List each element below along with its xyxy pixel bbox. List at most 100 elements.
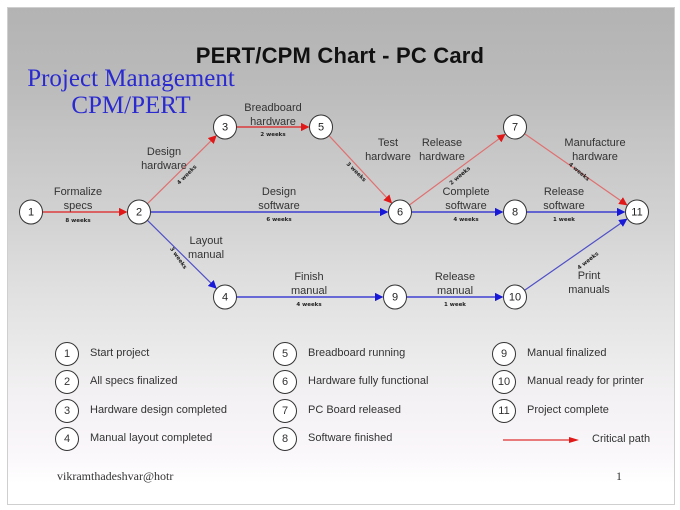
activity-arrow-6-7 — [408, 133, 506, 206]
legend-node-circle: 5 — [273, 342, 297, 366]
footer-page-number: 1 — [616, 469, 622, 483]
event-node-circle — [388, 199, 412, 225]
activity-label-6-7: hardware — [419, 151, 465, 163]
activity-label-5-6: Test — [378, 137, 398, 149]
event-node-circle — [625, 199, 649, 225]
footer-author: vikramthadeshvar@hotr — [57, 469, 174, 483]
activity-label-2-4: manual — [188, 249, 224, 261]
event-node-5: 5 — [309, 114, 333, 140]
event-node-circle — [213, 284, 237, 310]
event-node-11: 11 — [625, 199, 649, 225]
event-node-6: 6 — [388, 199, 412, 225]
event-node-number: 11 — [631, 207, 642, 219]
legend-milestone-text: Hardware design completed — [90, 404, 227, 416]
event-node-1: 1 — [19, 199, 43, 225]
legend-milestone-text: All specs finalized — [90, 375, 178, 387]
activity-label-9-10: manual — [437, 285, 473, 297]
event-node-4: 4 — [213, 284, 237, 310]
activity-label-2-6: software — [258, 200, 300, 212]
event-node-circle — [383, 284, 407, 310]
legend-node-circle: 11 — [492, 399, 516, 423]
legend-node-circle: 4 — [55, 427, 79, 451]
activity-duration-3-5: 2 weeks — [260, 132, 286, 138]
event-node-circle — [503, 284, 527, 310]
event-node-8: 8 — [503, 199, 527, 225]
event-node-7: 7 — [503, 114, 527, 140]
legend-milestone-text: Manual finalized — [527, 347, 607, 359]
legend-milestone-text: Manual layout completed — [90, 432, 213, 444]
subtitle-line-1: Project Management — [27, 65, 235, 92]
activity-label-3-5: hardware — [250, 116, 296, 128]
activity-label-4-9: Finish — [294, 271, 323, 283]
activity-label-2-3: Design — [147, 146, 181, 158]
activity-duration-9-10: 1 week — [444, 302, 466, 308]
event-node-circle — [213, 114, 237, 140]
event-node-circle — [19, 199, 43, 225]
critical-path-legend-arrow — [503, 437, 579, 443]
activity-arrow-5-6 — [328, 135, 393, 204]
activity-label-2-4: Layout — [189, 235, 222, 247]
activity-duration-4-9: 4 weeks — [296, 302, 322, 308]
activity-duration-6-7: 2 weeks — [449, 165, 473, 186]
event-node-3: 3 — [213, 114, 237, 140]
activity-label-9-10: Release — [435, 271, 475, 283]
legend-milestone-text: Breadboard running — [308, 347, 406, 359]
event-node-number: 9 — [392, 292, 398, 304]
activity-arrow-10-11 — [524, 218, 628, 291]
activity-arrow-2-4 — [146, 219, 217, 289]
legend-node-circle: 8 — [273, 427, 297, 451]
slide-background — [7, 7, 675, 505]
activity-arrow-2-3 — [146, 135, 217, 205]
legend-milestone-text: Hardware fully functional — [308, 375, 429, 387]
activity-label-10-11: manuals — [568, 284, 610, 296]
activity-label-10-11: Print — [578, 270, 601, 282]
subtitle-line-2: CPM/PERT — [71, 92, 191, 119]
event-node-10: 10 — [503, 284, 527, 310]
legend-node-circle: 3 — [55, 399, 79, 423]
event-node-number: 7 — [512, 122, 518, 134]
event-node-number: 10 — [509, 292, 521, 304]
legend-milestone-text: Project complete — [527, 404, 609, 416]
event-node-2: 2 — [127, 199, 151, 225]
legend-node-circle: 10 — [492, 370, 516, 394]
activity-label-4-9: manual — [291, 285, 327, 297]
activity-label-8-11: software — [543, 200, 585, 212]
event-node-circle — [503, 199, 527, 225]
event-node-circle — [309, 114, 333, 140]
activity-label-5-6: hardware — [365, 151, 411, 163]
activity-label-7-11: hardware — [572, 151, 618, 163]
chart-title: PERT/CPM Chart - PC Card — [195, 43, 485, 68]
legend-node-circle: 6 — [273, 370, 297, 394]
activity-arrow-7-11 — [524, 133, 628, 206]
activity-label-7-11: Manufacture — [564, 137, 625, 149]
activity-label-8-11: Release — [544, 186, 584, 198]
activity-label-3-5: Breadboard — [244, 102, 302, 114]
activity-label-2-3: hardware — [141, 160, 187, 172]
event-node-number: 6 — [397, 207, 403, 219]
event-node-circle — [503, 114, 527, 140]
event-node-number: 3 — [222, 122, 228, 134]
event-node-number: 5 — [318, 122, 324, 134]
activity-label-1-2: specs — [64, 200, 93, 212]
activity-duration-2-6: 6 weeks — [266, 217, 292, 223]
legend-milestone-text: Software finished — [308, 432, 393, 444]
activity-label-2-6: Design — [262, 186, 296, 198]
critical-path-legend-label: Critical path — [592, 433, 651, 445]
activity-duration-7-11: 4 weeks — [567, 162, 591, 183]
activity-duration-1-2: 8 weeks — [65, 218, 91, 224]
activity-label-6-8: Complete — [442, 186, 489, 198]
legend-milestone-text: Manual ready for printer — [527, 375, 644, 387]
event-node-number: 2 — [136, 207, 142, 219]
activity-label-6-7: Release — [422, 137, 462, 149]
event-node-number: 1 — [28, 207, 34, 219]
activity-label-1-2: Formalize — [54, 186, 102, 198]
activity-duration-10-11: 4 weeks — [577, 251, 601, 272]
activity-duration-6-8: 4 weeks — [453, 217, 479, 223]
legend-milestone-text: PC Board released — [308, 404, 401, 416]
event-node-9: 9 — [383, 284, 407, 310]
event-node-number: 8 — [512, 207, 518, 219]
legend-node-circle: 7 — [273, 399, 297, 423]
legend-node-circle: 9 — [492, 342, 516, 366]
legend-milestone-text: Start project — [90, 347, 150, 359]
